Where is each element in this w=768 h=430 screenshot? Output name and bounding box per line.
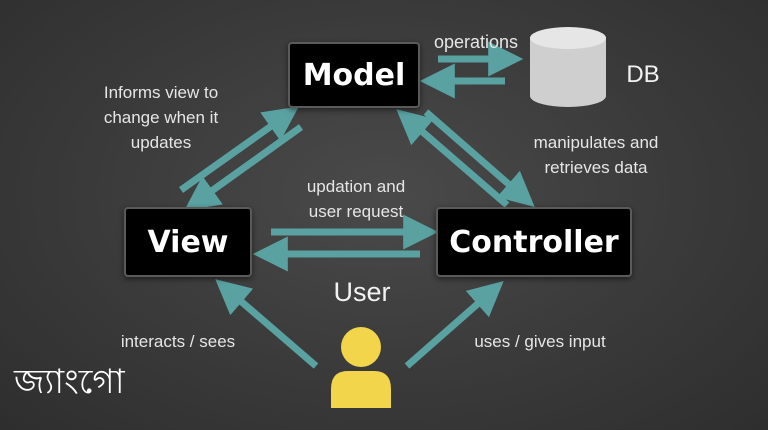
uses-label: uses / gives input: [474, 332, 606, 351]
model-label: Model: [302, 57, 406, 93]
arrow-user-to-view: [215, 279, 319, 369]
informs-label: Informs view to change when it updates: [103, 83, 219, 152]
controller-label: Controller: [449, 224, 619, 260]
db-label: DB: [626, 61, 660, 88]
controller-node: Controller: [436, 207, 632, 277]
database-icon: [530, 27, 606, 107]
model-node: Model: [288, 42, 420, 108]
user-icon: [331, 327, 391, 408]
operations-label: operations: [433, 32, 519, 52]
view-node: View: [124, 207, 252, 277]
arrow-model-to-view: [184, 124, 304, 211]
arrow-model-to-controller: [423, 109, 535, 207]
arrow-user-to-controller: [404, 280, 504, 369]
view-label: View: [147, 224, 229, 260]
manipulates-label: manipulates and retrieves data: [533, 133, 659, 177]
updation-label: updation and user request: [306, 177, 406, 221]
user-label: User: [333, 277, 391, 307]
arrow-controller-to-model: [396, 109, 510, 208]
interacts-label: interacts / sees: [120, 332, 236, 351]
logo-text: জ্যাংগো: [14, 362, 125, 402]
